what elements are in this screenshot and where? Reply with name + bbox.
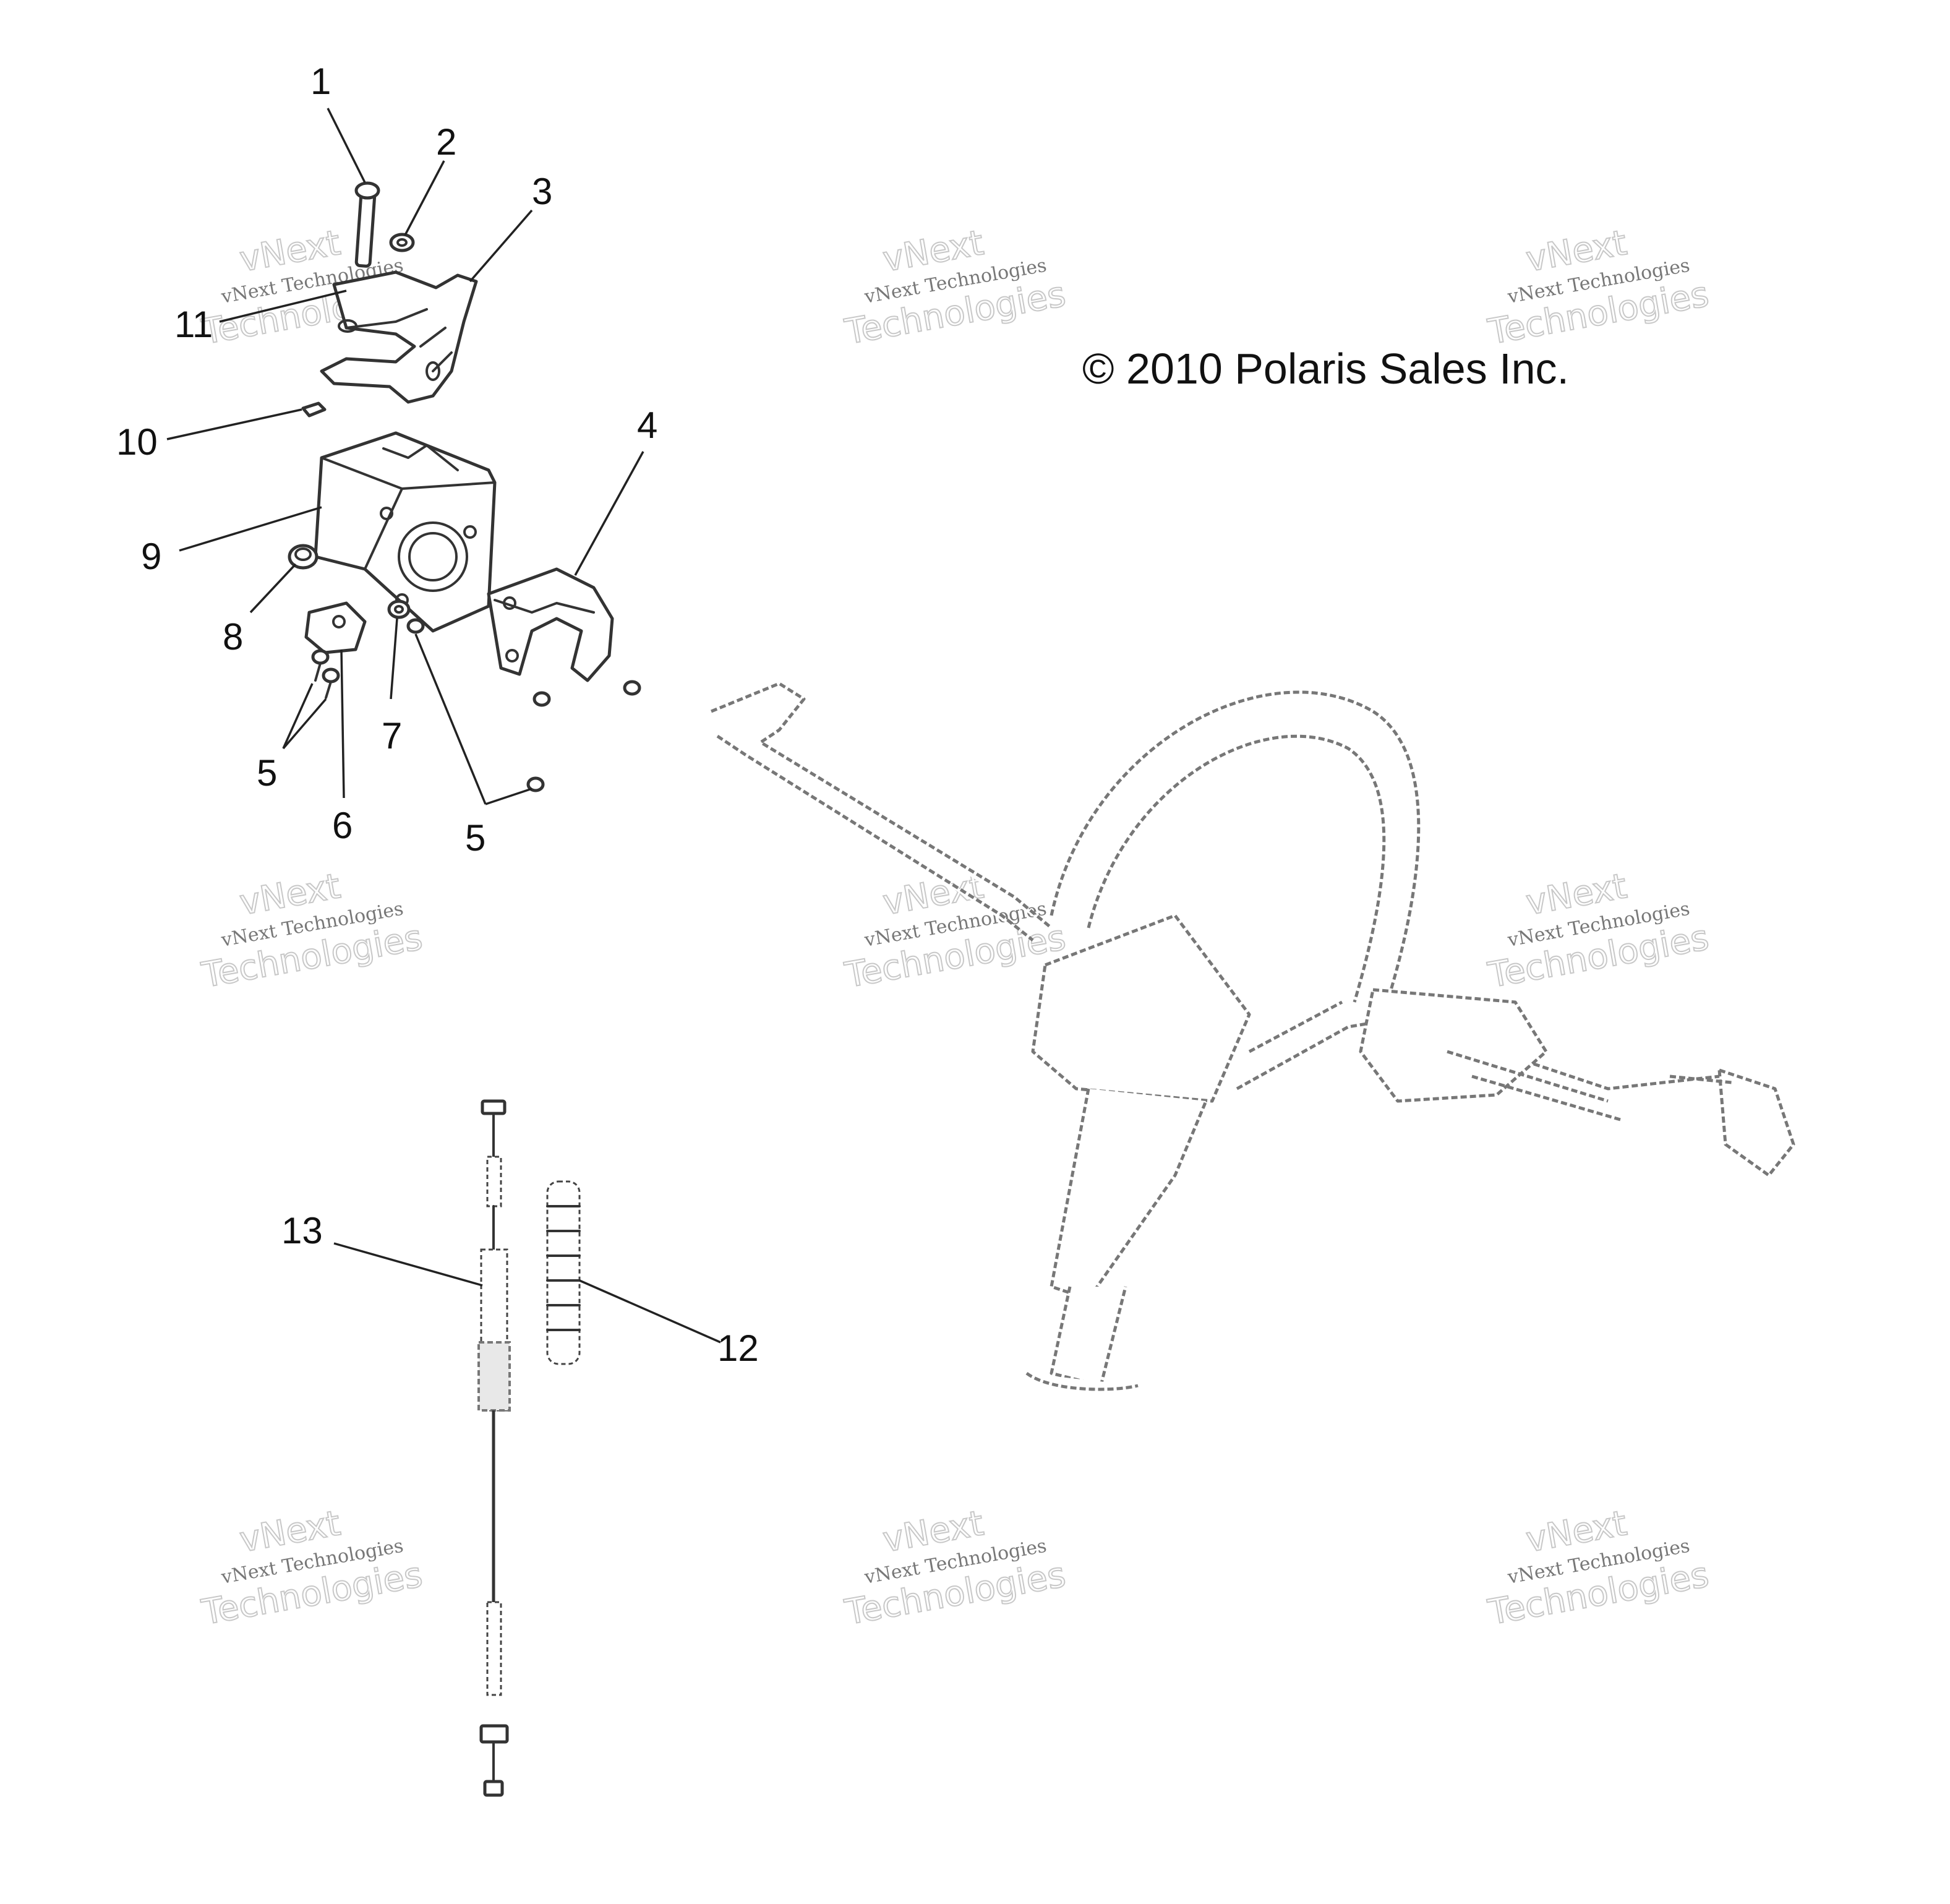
callout-10: 10 xyxy=(116,421,158,463)
callout-8: 8 xyxy=(223,616,243,658)
part-5-screws-left xyxy=(311,649,340,699)
handlebar-assembly xyxy=(711,682,1795,1391)
part-2-nut xyxy=(389,233,415,252)
callout-labels: 1 2 3 4 5 5 6 7 8 9 10 11 12 13 xyxy=(116,61,759,1369)
leader-lines xyxy=(166,108,721,1344)
part-7-washer xyxy=(387,599,411,619)
callout-13: 13 xyxy=(281,1210,323,1251)
part-9-housing xyxy=(314,431,497,633)
callout-5-right: 5 xyxy=(465,817,485,859)
callout-3: 3 xyxy=(532,171,552,212)
callout-6: 6 xyxy=(332,805,353,846)
part-8-grommet xyxy=(288,544,319,570)
callout-5-left: 5 xyxy=(257,752,277,794)
part-1-pin xyxy=(354,181,380,268)
callout-12: 12 xyxy=(717,1327,759,1369)
part-6-cover-plate xyxy=(304,601,367,654)
callout-1: 1 xyxy=(310,61,331,102)
part-12-sleeve xyxy=(546,1180,581,1365)
callout-9: 9 xyxy=(141,536,161,577)
callout-7: 7 xyxy=(382,715,402,757)
part-13-throttle-cable xyxy=(477,1099,511,1797)
callout-11: 11 xyxy=(174,304,213,345)
part-5-screws-right xyxy=(406,618,641,792)
callout-4: 4 xyxy=(637,405,657,446)
part-4-cover xyxy=(487,567,614,682)
part-3-bracket xyxy=(320,270,478,404)
copyright-text: © 2010 Polaris Sales Inc. xyxy=(1082,345,1569,393)
part-10-clip xyxy=(301,401,327,418)
callout-2: 2 xyxy=(436,121,456,163)
